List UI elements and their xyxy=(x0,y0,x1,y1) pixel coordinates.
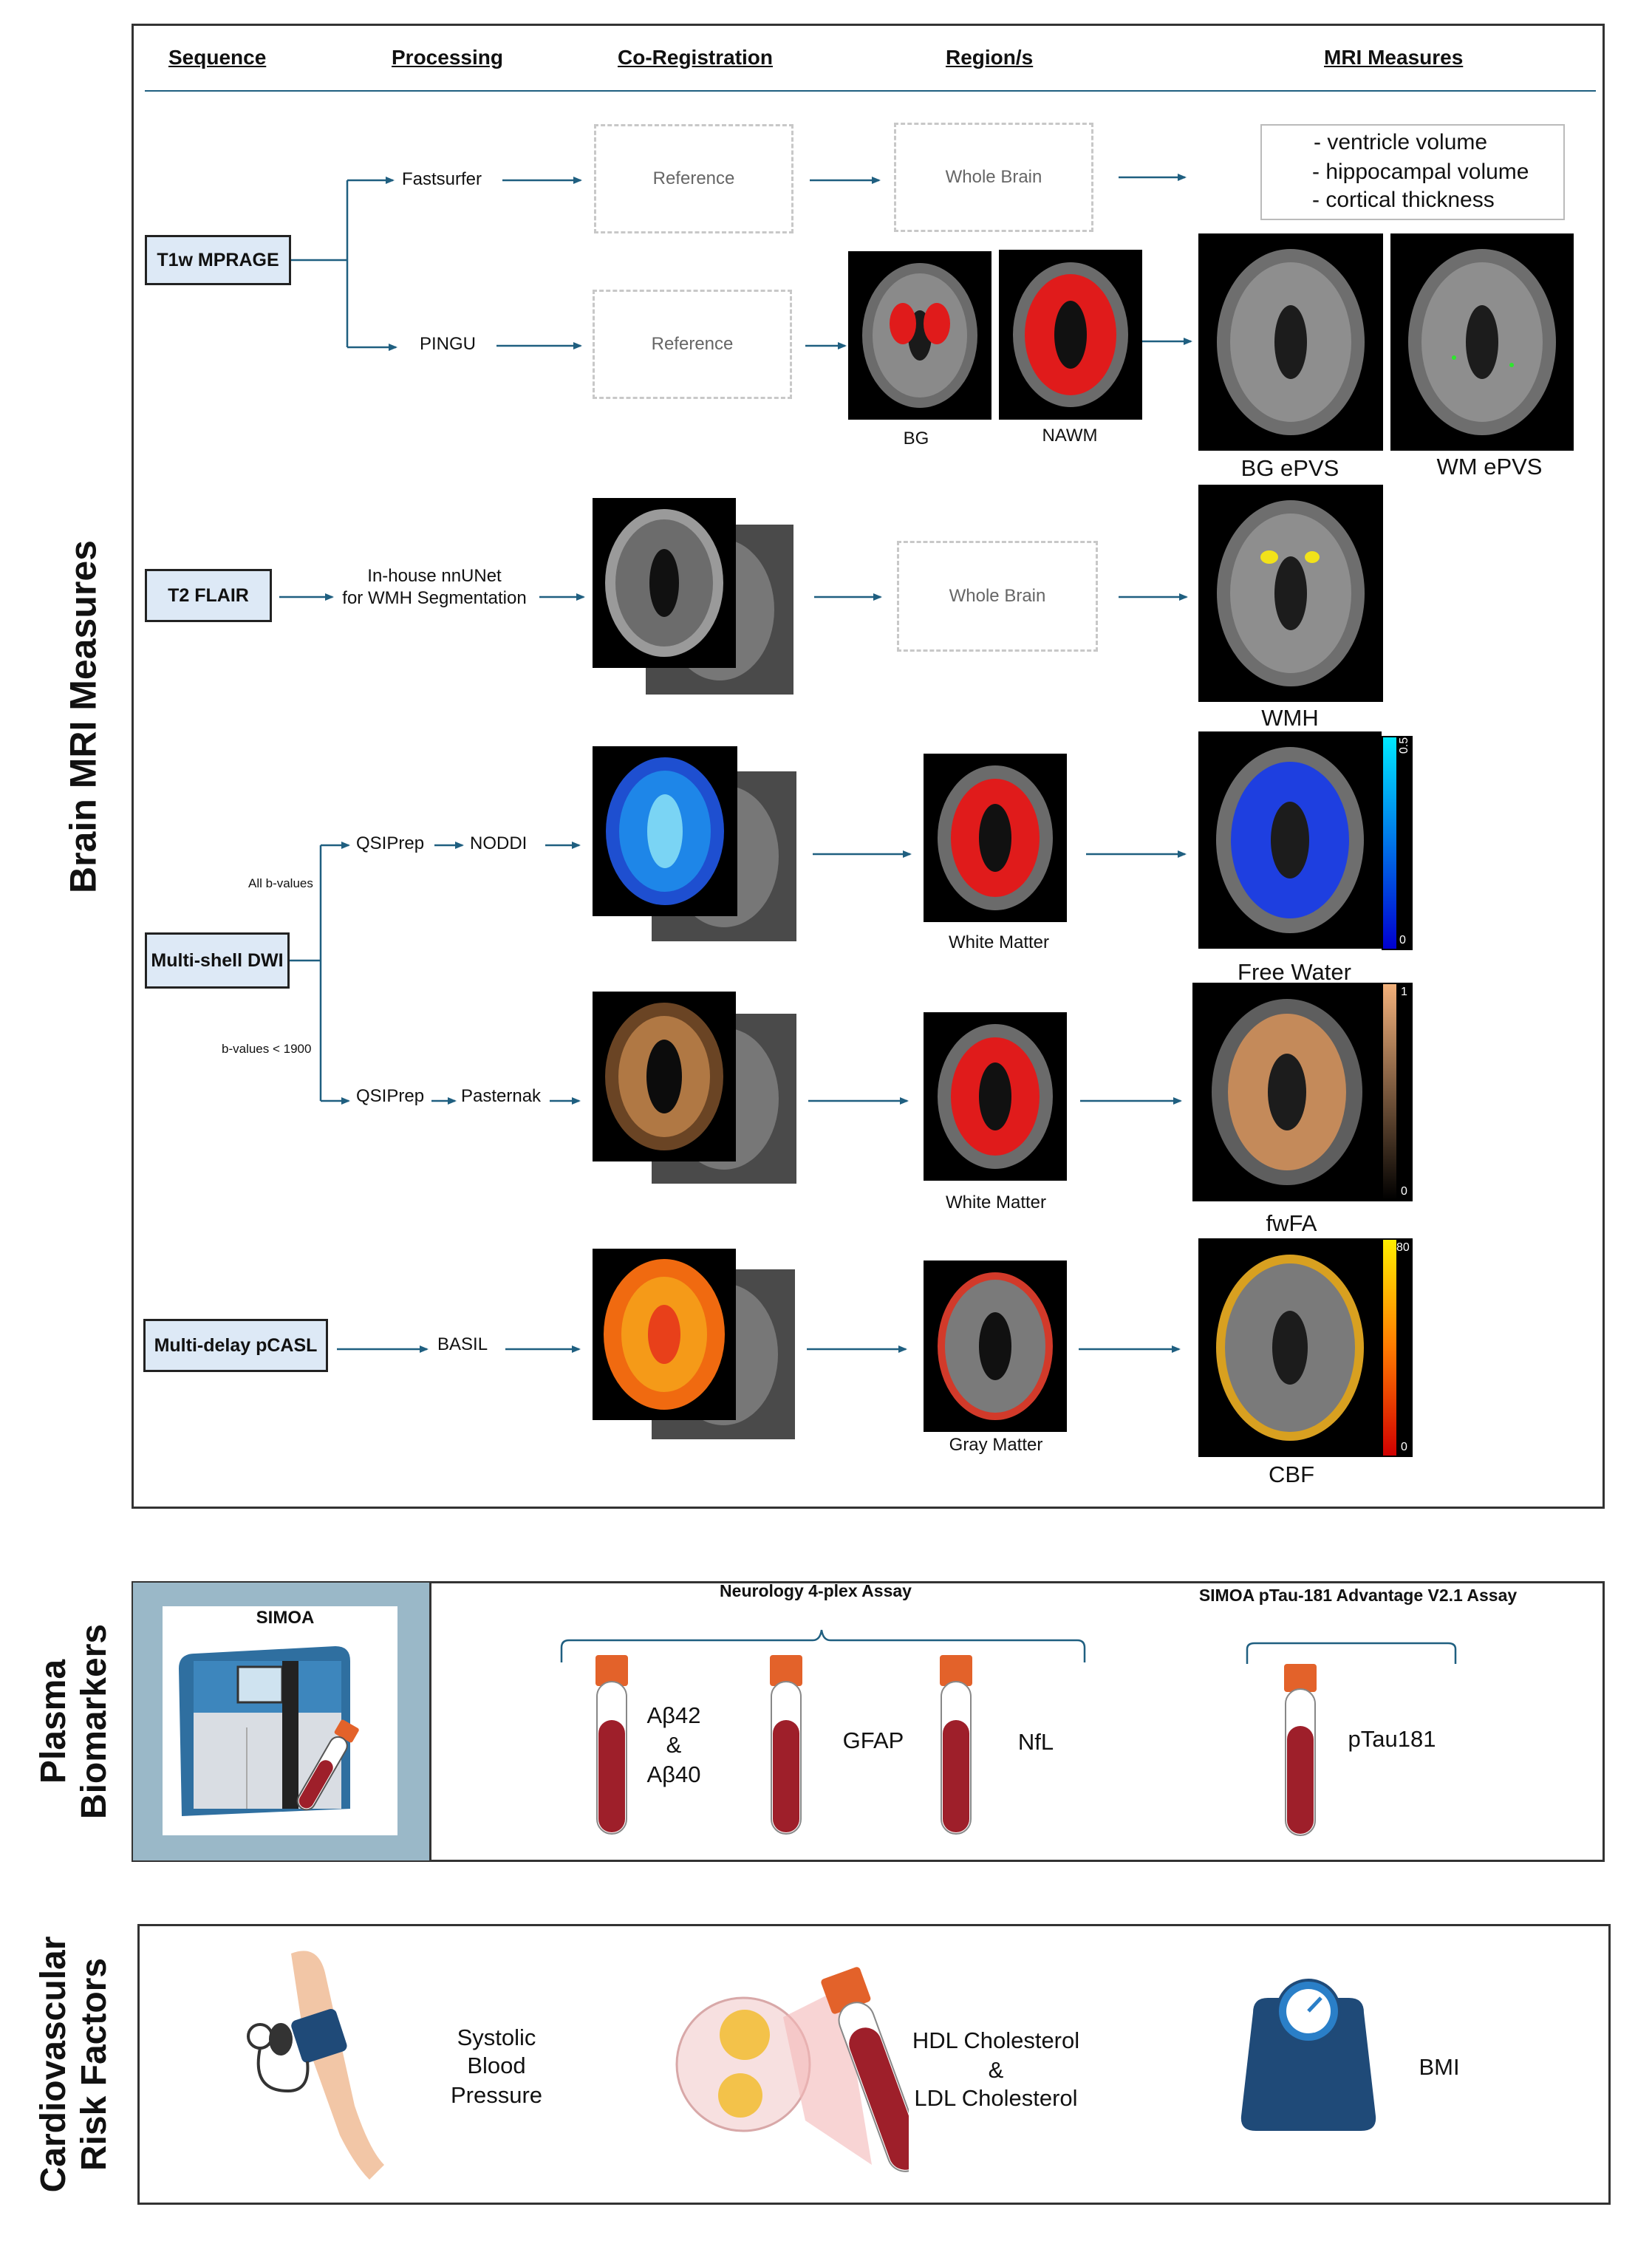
label-gfap: GFAP xyxy=(842,1727,904,1753)
cardio-title-l1: Cardiovascular xyxy=(33,1936,73,2193)
caption-cbf: CBF xyxy=(1269,1461,1314,1487)
brain-image-cbf xyxy=(1198,1238,1382,1457)
region-whole-brain-2: Whole Brain xyxy=(897,541,1098,652)
simoa-instrument-icon xyxy=(179,1646,359,1816)
brain-image-wm-region-1 xyxy=(924,754,1067,922)
seq-multidelay-pcasl: Multi-delay pCASL xyxy=(143,1319,328,1372)
proc-pasternak: Pasternak xyxy=(461,1086,542,1106)
label-bvalues-lt-1900: b-values < 1900 xyxy=(222,1042,312,1056)
colorbar-cbf-max: 80 xyxy=(1396,1241,1410,1254)
caption-bg: BG xyxy=(903,429,929,448)
seq-t2-flair: T2 FLAIR xyxy=(145,569,272,622)
coreg-reference-1: Reference xyxy=(594,124,793,233)
label-pressure: Pressure xyxy=(450,2082,543,2108)
assay-neurology-4plex: Neurology 4-plex Assay xyxy=(720,1581,912,1600)
assay-simoa-ptau: SIMOA pTau-181 Advantage V2.1 Assay xyxy=(1198,1586,1518,1605)
label-bmi: BMI xyxy=(1419,2054,1460,2080)
brain-image-noddi xyxy=(593,746,737,916)
brain-image-gm-region xyxy=(924,1260,1067,1432)
proc-pingu: PINGU xyxy=(420,334,477,354)
label-nfl: NfL xyxy=(1017,1729,1054,1755)
proc-nnunet-l1: In-house nnUNet xyxy=(367,566,502,586)
proc-qsiprep-2: QSIPrep xyxy=(356,1086,425,1106)
brain-image-wmh xyxy=(1198,485,1383,702)
label-all-bvalues: All b-values xyxy=(248,876,313,890)
caption-free-water: Free Water xyxy=(1238,959,1351,985)
brain-image-bg-mask xyxy=(848,251,991,420)
proc-fastsurfer: Fastsurfer xyxy=(402,169,482,189)
caption-fwfa: fwFA xyxy=(1266,1210,1317,1236)
tube-nfl xyxy=(940,1655,972,1835)
label-ldl: LDL Cholesterol xyxy=(914,2085,1078,2111)
tube-ptau xyxy=(1284,1664,1317,1836)
flow-arrows xyxy=(145,90,1596,1353)
caption-white-matter-1: White Matter xyxy=(948,932,1050,952)
proc-qsiprep-1: QSIPrep xyxy=(356,833,425,853)
seq-multishell-dwi: Multi-shell DWI xyxy=(145,932,290,989)
label-abeta-amp: & xyxy=(666,1732,682,1758)
caption-wmh: WMH xyxy=(1261,705,1319,731)
colorbar-fw-max: 0.5 xyxy=(1398,737,1411,754)
caption-nawm: NAWM xyxy=(1042,426,1098,446)
simoa-label: SIMOA xyxy=(256,1608,315,1628)
brain-image-bg-epvs xyxy=(1198,233,1383,451)
header-regions: Region/s xyxy=(946,46,1034,69)
cardio-title-l2: Risk Factors xyxy=(75,1957,114,2172)
cardio-title: Cardiovascular Risk Factors xyxy=(33,1937,115,2193)
label-abeta42: Aβ42 xyxy=(646,1702,701,1728)
label-chol-amp: & xyxy=(988,2057,1004,2083)
colorbar-fw-min: 0 xyxy=(1399,934,1406,946)
colorbar-fa-min: 0 xyxy=(1401,1185,1407,1198)
brain-image-basil xyxy=(593,1249,736,1420)
header-coregistration: Co-Registration xyxy=(618,46,773,69)
blood-pressure-arm-icon xyxy=(247,1951,384,2180)
measure-cortical-thickness: - cortical thickness xyxy=(1312,188,1495,212)
caption-wm-epvs: WM ePVS xyxy=(1436,454,1543,480)
proc-basil: BASIL xyxy=(437,1334,488,1354)
mri-measures-list xyxy=(1260,124,1565,220)
brain-image-wm-region-2 xyxy=(924,1012,1067,1181)
label-hdl: HDL Cholesterol xyxy=(912,2027,1080,2053)
measure-ventricle-volume: - ventricle volume xyxy=(1314,130,1488,154)
tube-gfap xyxy=(770,1655,802,1835)
caption-white-matter-2: White Matter xyxy=(945,1193,1047,1212)
brain-image-fwfa xyxy=(1192,983,1382,1201)
caption-gray-matter: Gray Matter xyxy=(949,1435,1043,1455)
colorbar-cbf xyxy=(1382,1238,1413,1457)
region-whole-brain-1: Whole Brain xyxy=(894,123,1093,232)
proc-nnunet-l2: for WMH Segmentation xyxy=(342,588,527,608)
colorbar-cbf-min: 0 xyxy=(1401,1441,1407,1453)
brain-image-flair xyxy=(593,498,736,668)
proc-noddi: NODDI xyxy=(470,833,528,853)
plasma-brackets-and-tubes xyxy=(560,1629,1457,1836)
header-mri-measures: MRI Measures xyxy=(1324,46,1464,69)
brain-image-pasternak xyxy=(593,992,736,1161)
label-systolic: Systolic xyxy=(457,2024,536,2050)
colorbar-free-water xyxy=(1382,736,1413,950)
header-processing: Processing xyxy=(392,46,503,69)
seq-t1w-mprage: T1w MPRAGE xyxy=(145,235,291,285)
colorbar-fwfa xyxy=(1382,983,1413,1201)
brain-image-nawm-mask xyxy=(999,250,1142,420)
header-sequence: Sequence xyxy=(168,46,267,69)
cholesterol-icon xyxy=(675,1967,909,2172)
coreg-reference-2: Reference xyxy=(593,290,792,399)
colorbar-fa-max: 1 xyxy=(1401,986,1407,998)
label-abeta40: Aβ40 xyxy=(646,1761,701,1787)
brain-image-free-water xyxy=(1198,731,1382,949)
measure-hippocampal-volume: - hippocampal volume xyxy=(1312,160,1529,184)
brain-image-wm-epvs xyxy=(1390,233,1574,451)
label-blood: Blood xyxy=(467,2053,526,2078)
tube-abeta xyxy=(595,1655,628,1835)
caption-bg-epvs: BG ePVS xyxy=(1240,455,1339,481)
scale-icon xyxy=(1240,1979,1376,2131)
label-ptau181: pTau181 xyxy=(1348,1726,1436,1752)
